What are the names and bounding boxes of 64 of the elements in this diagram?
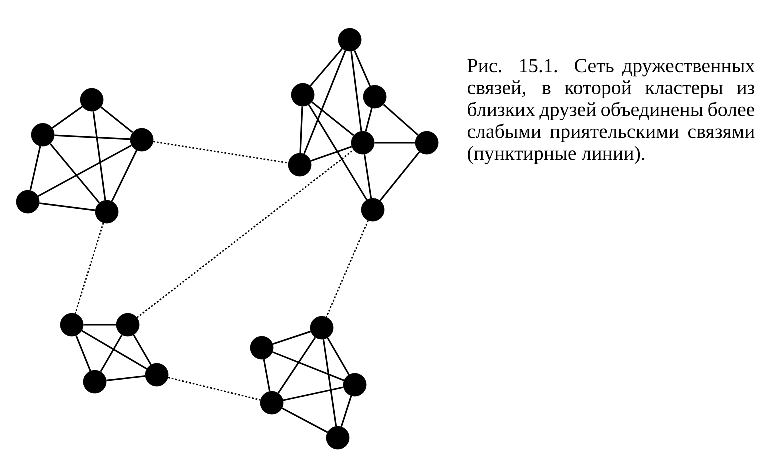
network-node bbox=[130, 128, 154, 152]
connector-line bbox=[30, 146, 42, 191]
network-node bbox=[415, 131, 439, 155]
connector-line bbox=[84, 324, 116, 326]
network-node bbox=[310, 316, 334, 340]
connector-line bbox=[364, 154, 372, 199]
connector-line bbox=[278, 337, 316, 394]
network-node bbox=[338, 28, 362, 52]
connector-line bbox=[365, 108, 373, 132]
network-node bbox=[83, 370, 107, 394]
network-node bbox=[343, 373, 367, 397]
connector-line bbox=[327, 338, 350, 376]
network-node bbox=[326, 426, 350, 450]
network-node bbox=[80, 88, 104, 112]
network-node bbox=[260, 391, 284, 415]
network-node bbox=[288, 153, 312, 177]
connector-line bbox=[322, 339, 338, 427]
dotted-line bbox=[136, 150, 354, 318]
caption: Рис. 15.1. Сеть дружественных связей, в которой кластеры из близких друзей объединены более слабыми приятельскими связями (пунктирные линии). bbox=[468, 59, 755, 164]
connector-line bbox=[304, 50, 346, 154]
network-node bbox=[250, 336, 274, 360]
dotted-line bbox=[74, 222, 104, 314]
dotted-line bbox=[168, 377, 261, 401]
connector-line bbox=[272, 352, 344, 382]
connector-line bbox=[133, 334, 152, 366]
connector-line bbox=[100, 334, 123, 372]
connector-line bbox=[38, 144, 132, 198]
connector-line bbox=[272, 330, 312, 346]
connector-line bbox=[111, 150, 138, 202]
network-node bbox=[16, 190, 40, 214]
network-node bbox=[95, 200, 119, 224]
network-node bbox=[363, 85, 387, 109]
connector-line bbox=[54, 134, 130, 140]
connector-line bbox=[52, 106, 83, 129]
connector-line bbox=[283, 386, 344, 402]
connector-line bbox=[300, 106, 304, 154]
connector-line bbox=[106, 376, 146, 382]
connector-line bbox=[354, 50, 372, 87]
connector-line bbox=[40, 202, 96, 212]
connector-line bbox=[100, 106, 134, 134]
connector-line bbox=[263, 359, 271, 392]
network-node bbox=[116, 313, 140, 337]
dotted-line bbox=[326, 220, 369, 318]
connector-line bbox=[76, 336, 92, 372]
connector-line bbox=[50, 143, 100, 204]
connector-line bbox=[310, 48, 344, 87]
network-node bbox=[145, 363, 169, 387]
connector-line bbox=[374, 142, 416, 144]
connector-line bbox=[350, 52, 362, 132]
connector-line bbox=[282, 408, 328, 434]
network-node bbox=[361, 198, 385, 222]
connector-line bbox=[82, 330, 148, 370]
dotted-line bbox=[153, 141, 289, 164]
network-node bbox=[31, 123, 55, 147]
connector-line bbox=[383, 104, 419, 136]
connector-line bbox=[310, 146, 352, 162]
connector-line bbox=[380, 152, 420, 202]
network-node bbox=[291, 83, 315, 107]
connector-line bbox=[340, 396, 352, 428]
connector-line bbox=[308, 104, 368, 200]
connector-line bbox=[92, 111, 106, 200]
connector-line bbox=[312, 102, 354, 136]
network-node bbox=[60, 313, 84, 337]
network-node bbox=[351, 131, 375, 155]
